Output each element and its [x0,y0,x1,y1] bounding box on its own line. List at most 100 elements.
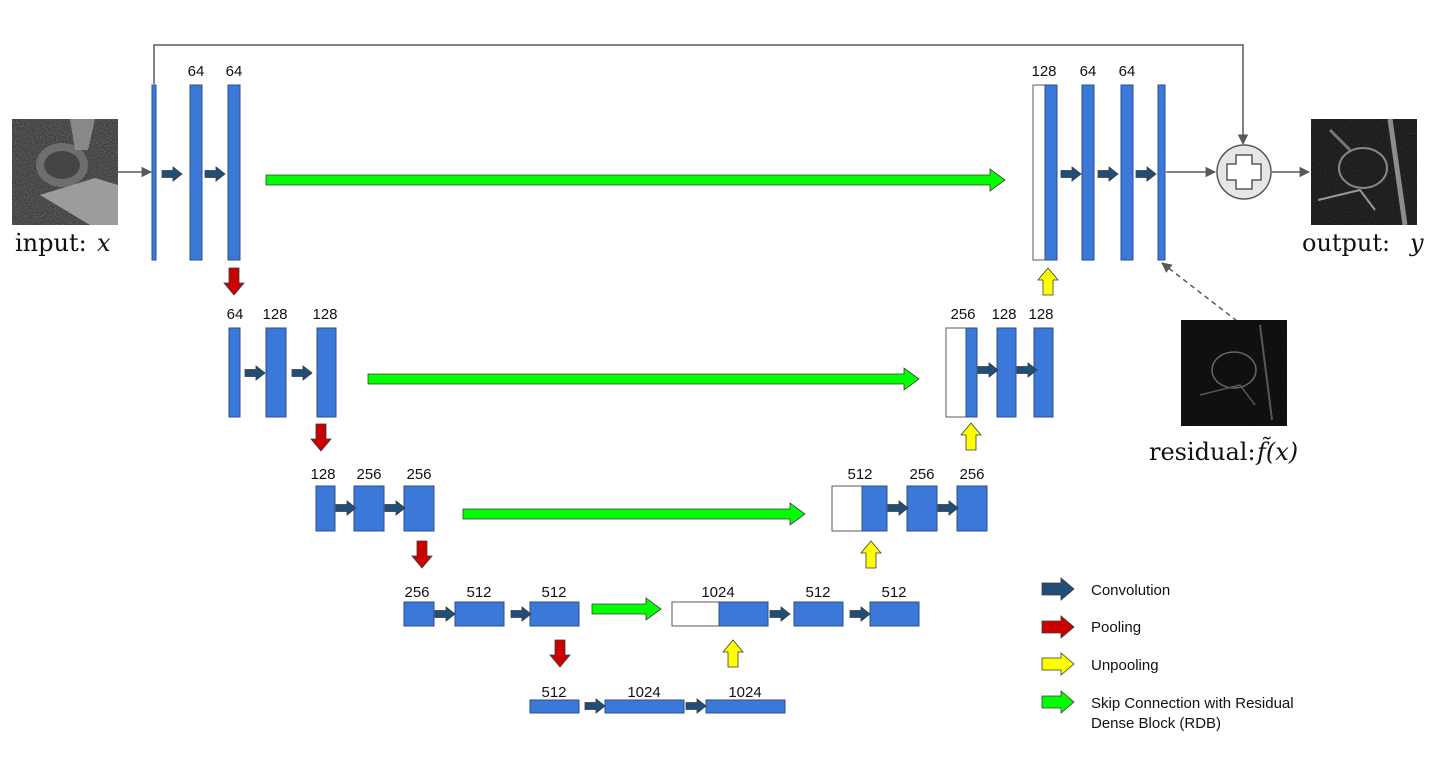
channel-label: 256 [959,466,984,483]
residual-image [1181,320,1287,426]
global-residual-line [153,44,1249,146]
convolution-arrow-icon [977,362,999,378]
channel-label: 64 [226,63,243,80]
output-label: output: [1302,229,1390,257]
residual-dashed-line [1161,262,1238,322]
feature-map [1120,84,1134,261]
legend-label-unpooling: Unpooling [1091,657,1159,674]
feature-map [403,485,435,532]
convolution-arrow-icon [1041,577,1075,601]
feature-map-output [1157,84,1166,261]
feature-map [718,601,769,627]
connector-lines [118,44,1311,322]
input-label: input: [15,229,87,257]
feature-map [869,601,920,627]
level-2: 64 128 128 256 128 128 [227,306,1054,418]
convolution-arrow-icon [937,500,959,516]
convolution-arrow-icon [335,500,357,516]
channel-label: 512 [847,466,872,483]
channel-label: 1024 [728,684,761,701]
convolution-arrow-icon [1135,166,1157,182]
channel-label: 256 [406,466,431,483]
convolution-arrow-icon [204,166,226,182]
feature-map [403,601,435,627]
feature-map [529,699,580,714]
level-5-bottleneck: 512 1024 1024 [529,684,786,714]
skip-connection-arrow-icon [462,502,806,526]
channel-label: 128 [991,306,1016,323]
convolution-arrow-icon [887,500,909,516]
channel-label: 128 [310,466,335,483]
channel-label: 64 [1080,63,1097,80]
pooling-arrow-icon [223,267,245,296]
channel-label: 128 [1028,306,1053,323]
legend: Convolution Pooling Unpooling Skip Conne… [1041,577,1294,732]
channel-label: 128 [1031,63,1056,80]
channel-label: 256 [909,466,934,483]
unpooling-arrow-icon [1037,267,1059,296]
channel-label: 128 [262,306,287,323]
skip-connection-arrow-icon [265,168,1006,192]
pooling-arrow-icon [411,540,433,569]
input-image [12,119,118,225]
unpooling-arrow-icon [722,639,744,668]
feature-map [793,601,844,627]
plus-icon [1226,154,1262,190]
level-1: 64 64 128 64 64 [151,63,1166,261]
convolution-arrow-icon [384,500,406,516]
channel-label: 64 [227,306,244,323]
concat-map [671,601,720,627]
pooling-arrow-icon [1041,615,1075,639]
output-variable: y [1409,229,1424,257]
feature-map [265,327,287,418]
unpooling-arrow-icon [1041,652,1075,676]
residual-variable: f̃(x) [1255,437,1298,466]
concat-map [1032,84,1046,261]
feature-map [1033,327,1054,418]
convolution-arrow-icon [161,166,183,182]
feature-map [705,699,786,714]
pooling-arrow-icon [310,423,332,452]
channel-label: 512 [541,684,566,701]
feature-map [965,327,978,418]
convolution-arrow-icon [291,365,313,381]
channel-label: 1024 [701,584,734,601]
channel-label: 64 [188,63,205,80]
level-3: 128 256 256 512 256 256 [310,466,988,532]
legend-label-convolution: Convolution [1091,582,1170,599]
feature-map [861,485,888,532]
unpooling-arrow-icon [860,540,882,569]
channel-label: 256 [404,584,429,601]
convolution-arrow-icon [1060,166,1082,182]
concat-map [945,327,967,418]
channel-label: 128 [312,306,337,323]
feature-map [996,327,1017,418]
feature-map [228,327,241,418]
legend-label-pooling: Pooling [1091,619,1141,636]
channel-label: 256 [356,466,381,483]
legend-label-skip-connection-line2: Dense Block (RDB) [1091,715,1221,732]
channel-label: 512 [541,584,566,601]
feature-map [956,485,988,532]
channel-label: 1024 [627,684,660,701]
channel-label: 64 [1119,63,1136,80]
convolution-arrow-icon [685,698,707,714]
feature-map [315,485,336,532]
level-4: 256 512 512 1024 512 512 [403,584,920,627]
channel-label: 512 [466,584,491,601]
channel-label: 512 [805,584,830,601]
output-image [1311,118,1417,226]
feature-map [906,485,938,532]
channel-label: 512 [881,584,906,601]
feature-map [454,601,505,627]
feature-map [227,84,241,261]
operation-arrows [161,166,1157,714]
feature-map [1081,84,1095,261]
skip-connection-arrow-icon [367,367,920,391]
residual-label: residual: [1149,438,1256,466]
skip-connection-arrow-icon [591,597,662,621]
convolution-arrow-icon [769,606,791,622]
concat-map [831,485,863,532]
convolution-arrow-icon [849,606,871,622]
